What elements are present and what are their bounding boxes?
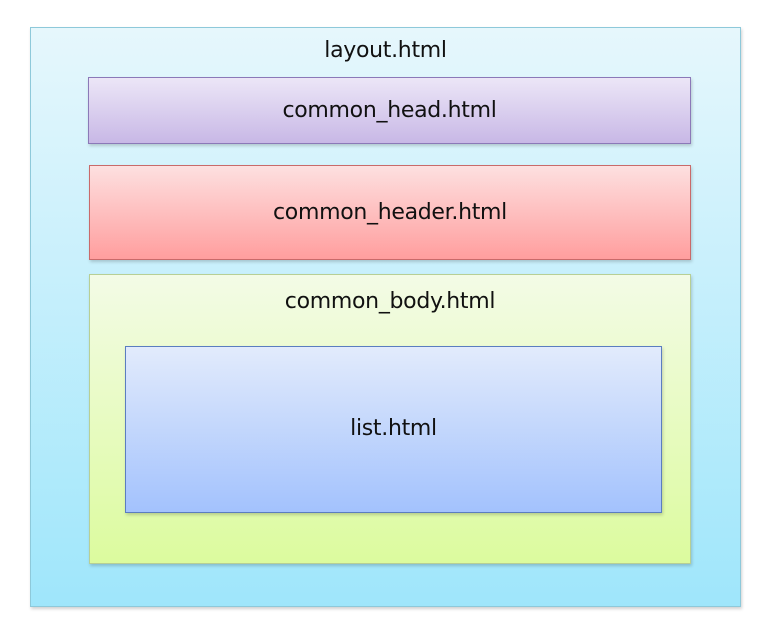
common-head-html-box: common_head.html <box>88 77 691 144</box>
common-header-html-box: common_header.html <box>89 165 691 260</box>
common-head-html-label: common_head.html <box>282 98 497 123</box>
common-header-html-label: common_header.html <box>272 200 507 225</box>
list-html-box: list.html <box>125 346 662 513</box>
layout-html-label: layout.html <box>324 38 447 63</box>
list-html-label: list.html <box>350 416 437 441</box>
common-body-html-label: common_body.html <box>284 289 496 314</box>
